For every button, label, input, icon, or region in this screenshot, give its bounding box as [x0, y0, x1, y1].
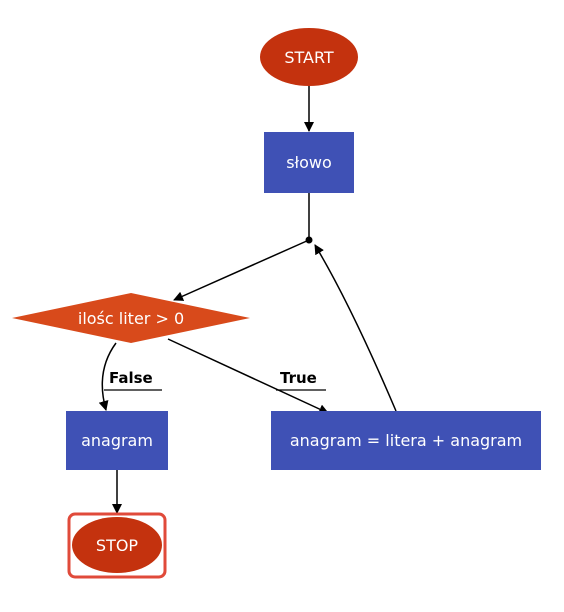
slowo-label: słowo [286, 153, 332, 172]
node-anagram-assign[interactable]: anagram = litera + anagram [271, 411, 541, 470]
node-start[interactable]: START [260, 28, 358, 86]
edge-label-true: True [276, 369, 326, 391]
node-anagram-output[interactable]: anagram [66, 411, 168, 470]
anagram-output-label: anagram [81, 431, 153, 450]
slowo-box [264, 132, 354, 193]
anagram-assign-box [271, 411, 541, 470]
stop-highlight-frame [67, 512, 167, 579]
edges [98, 86, 397, 514]
edge-loop-back [314, 244, 397, 412]
start-label: START [284, 48, 334, 67]
edge-decision-false [98, 342, 117, 411]
node-stop[interactable]: STOP [67, 512, 167, 579]
node-slowo[interactable]: słowo [264, 132, 354, 193]
decision-diamond [12, 293, 250, 343]
edge-label-false: False [104, 369, 162, 391]
stop-ellipse [72, 517, 162, 573]
false-label: False [109, 369, 153, 387]
edge-decision-true [167, 338, 329, 414]
node-decision[interactable]: ilośc liter > 0 [12, 293, 250, 343]
decision-label: ilośc liter > 0 [78, 309, 184, 328]
anagram-output-box [66, 411, 168, 470]
start-ellipse [260, 28, 358, 86]
true-label: True [280, 369, 317, 387]
stop-label: STOP [96, 536, 139, 555]
anagram-assign-label: anagram = litera + anagram [290, 431, 522, 450]
edge-junction-to-decision [173, 239, 310, 301]
